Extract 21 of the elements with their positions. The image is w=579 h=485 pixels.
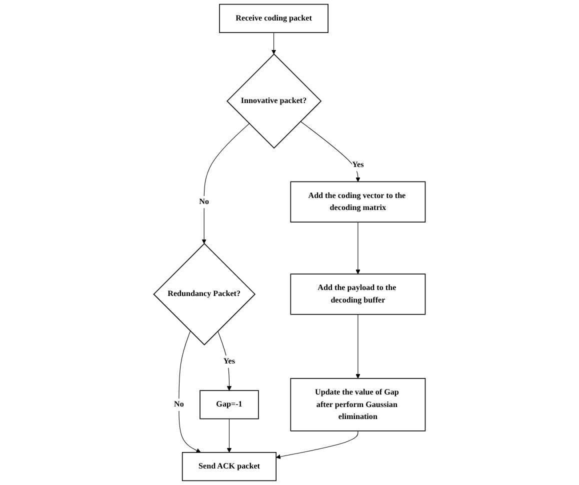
node-box: Add the payload to the decoding buffer <box>290 274 426 315</box>
arrow <box>300 121 360 182</box>
edge-label: Yes <box>352 160 364 170</box>
node-diamond: Innovative packet? <box>226 54 322 149</box>
node-diamond: Redundancy Packet? <box>153 243 256 346</box>
node-box: Gap=-1 <box>200 390 259 420</box>
edge-label: No <box>199 197 210 206</box>
arrow <box>226 418 232 453</box>
arrow <box>218 330 232 391</box>
node-box: Add the coding vector to the decoding matrix <box>290 181 426 222</box>
edge-label: Yes <box>223 357 236 366</box>
node-box: Receive coding packet <box>219 4 328 33</box>
arrow <box>202 123 250 244</box>
edge-label: No <box>174 400 184 409</box>
arrow <box>356 222 360 274</box>
node-box: Update the value of Gap after perform Gaussian elimination <box>290 378 426 432</box>
arrow <box>271 32 276 54</box>
arrow <box>276 430 358 459</box>
arrow <box>356 314 360 379</box>
node-box: Send ACK packet <box>182 452 277 482</box>
arrow <box>178 330 201 453</box>
